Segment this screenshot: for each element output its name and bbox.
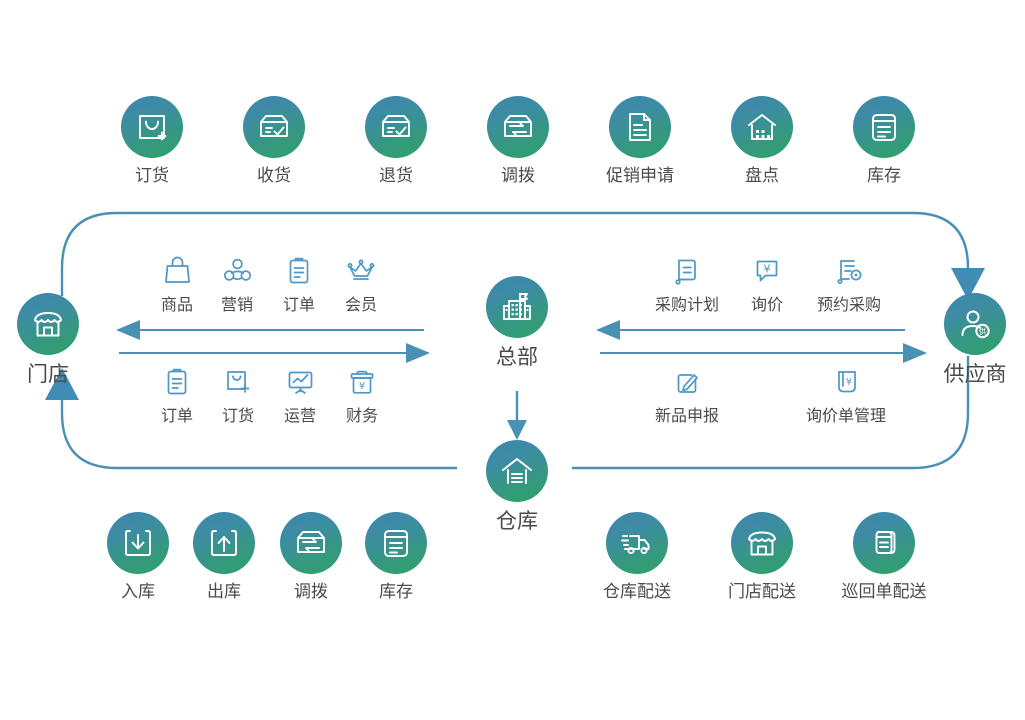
flow-icon-hq-supplier-3[interactable]: 预约采购 — [794, 255, 904, 315]
node-top-6[interactable]: 盘点 — [692, 96, 832, 186]
node-bottom-right-1[interactable]: 仓库配送 — [567, 512, 707, 602]
arrow-up-out-icon — [193, 512, 255, 574]
flow-icon-supplier-hq-2[interactable]: ¥ 询价单管理 — [791, 366, 901, 426]
supplier-person-icon: 供 — [944, 293, 1006, 355]
node-label: 收货 — [257, 166, 291, 185]
bag-plus-outline-icon — [183, 366, 293, 396]
node-top-1[interactable]: 订货 — [82, 96, 222, 186]
node-top-2[interactable]: 收货 — [204, 96, 344, 186]
flow-icon-store-hq-2[interactable]: 营销 — [182, 255, 292, 315]
node-label: 库存 — [379, 582, 413, 601]
node-label: 巡回单配送 — [841, 582, 927, 601]
flow-icon-hq-store-3[interactable]: 运营 — [245, 366, 355, 426]
node-label: 出库 — [207, 582, 241, 601]
node-top-4[interactable]: 调拨 — [448, 96, 588, 186]
hub-label: 供应商 — [943, 363, 1007, 386]
storefront-icon — [731, 512, 793, 574]
node-label: 盘点 — [745, 166, 779, 185]
arrow-down-in-icon — [107, 512, 169, 574]
flow-icon-label: 询价单管理 — [805, 408, 886, 425]
node-top-3[interactable]: 退货 — [326, 96, 466, 186]
delivery-truck-icon — [606, 512, 668, 574]
flow-icon-label: 订货 — [221, 408, 254, 425]
node-label: 库存 — [867, 166, 901, 185]
flow-icon-label: 预约采购 — [816, 297, 881, 314]
marketing-group-icon — [182, 255, 292, 285]
node-bottom-right-3[interactable]: 巡回单配送 — [814, 512, 954, 602]
box-transfer-icon — [487, 96, 549, 158]
flow-icon-store-hq-4[interactable]: 会员 — [306, 255, 416, 315]
flow-icon-hq-supplier-1[interactable]: 采购计划 — [632, 255, 742, 315]
flow-icon-label: 订单 — [160, 408, 193, 425]
node-label: 入库 — [121, 582, 155, 601]
node-top-5[interactable]: 促销申请 — [570, 96, 710, 186]
inventory-list-icon — [853, 96, 915, 158]
hub-warehouse[interactable]: 仓库 — [437, 440, 597, 533]
flow-icon-store-hq-1[interactable]: 商品 — [122, 255, 232, 315]
node-bottom-left-3[interactable]: 调拨 — [241, 512, 381, 602]
node-label: 调拨 — [501, 166, 535, 185]
node-bottom-left-4[interactable]: 库存 — [326, 512, 466, 602]
node-top-7[interactable]: 库存 — [814, 96, 954, 186]
flow-icon-label: 询价 — [750, 297, 783, 314]
node-label: 调拨 — [294, 582, 328, 601]
chart-board-icon — [245, 366, 355, 396]
hub-headquarters[interactable]: 总部 — [437, 276, 597, 369]
hub-label: 总部 — [496, 346, 538, 369]
flow-icon-store-hq-3[interactable]: 订单 — [244, 255, 354, 315]
svg-text:¥: ¥ — [359, 381, 365, 392]
svg-text:¥: ¥ — [846, 377, 852, 388]
flow-icon-label: 会员 — [344, 297, 377, 314]
inquiry-sheet-icon: ¥ — [791, 366, 901, 396]
node-bottom-left-2[interactable]: 出库 — [154, 512, 294, 602]
flow-icon-label: 运营 — [283, 408, 316, 425]
node-label: 退货 — [379, 166, 413, 185]
warehouse-icon — [486, 440, 548, 502]
flow-icon-label: 商品 — [160, 297, 193, 314]
document-lines-icon — [609, 96, 671, 158]
headquarters-building-icon — [486, 276, 548, 338]
storefront-icon — [17, 293, 79, 355]
hub-label: 仓库 — [496, 510, 538, 533]
scheduled-purchase-icon — [794, 255, 904, 285]
flow-icon-hq-store-1[interactable]: 订单 — [122, 366, 232, 426]
clipboard-order-icon — [244, 255, 354, 285]
node-label: 促销申请 — [606, 166, 674, 185]
svg-text:¥: ¥ — [764, 263, 771, 276]
flow-icon-supplier-hq-1[interactable]: 新品申报 — [632, 366, 742, 426]
flow-icon-hq-store-2[interactable]: 订货 — [183, 366, 293, 426]
node-label: 仓库配送 — [603, 582, 671, 601]
hub-label: 门店 — [27, 363, 69, 386]
flow-icon-hq-store-4[interactable]: ¥ 财务 — [307, 366, 417, 426]
node-label: 门店配送 — [728, 582, 796, 601]
inventory-list-icon — [365, 512, 427, 574]
document-stack-icon — [853, 512, 915, 574]
purchase-plan-icon — [632, 255, 742, 285]
node-bottom-left-1[interactable]: 入库 — [68, 512, 208, 602]
node-label: 订货 — [135, 166, 169, 185]
flow-icon-label: 财务 — [345, 408, 378, 425]
box-transfer-icon — [280, 512, 342, 574]
warehouse-count-icon — [731, 96, 793, 158]
price-inquiry-icon: ¥ — [712, 255, 822, 285]
flow-icon-hq-supplier-2[interactable]: ¥ 询价 — [712, 255, 822, 315]
node-bottom-right-2[interactable]: 门店配送 — [692, 512, 832, 602]
shopping-bag-icon — [122, 255, 232, 285]
new-product-edit-icon — [632, 366, 742, 396]
flow-icon-label: 采购计划 — [654, 297, 719, 314]
flow-icon-label: 订单 — [282, 297, 315, 314]
shopping-bag-plus-icon — [121, 96, 183, 158]
crown-member-icon — [306, 255, 416, 285]
clipboard-order-icon — [122, 366, 232, 396]
finance-case-icon: ¥ — [307, 366, 417, 396]
box-check-return-icon — [365, 96, 427, 158]
svg-text:供: 供 — [979, 326, 987, 336]
flow-icon-label: 营销 — [220, 297, 253, 314]
hub-supplier[interactable]: 供 供应商 — [895, 293, 1025, 386]
flow-icon-label: 新品申报 — [654, 408, 719, 425]
hub-store[interactable]: 门店 — [0, 293, 128, 386]
box-check-icon — [243, 96, 305, 158]
